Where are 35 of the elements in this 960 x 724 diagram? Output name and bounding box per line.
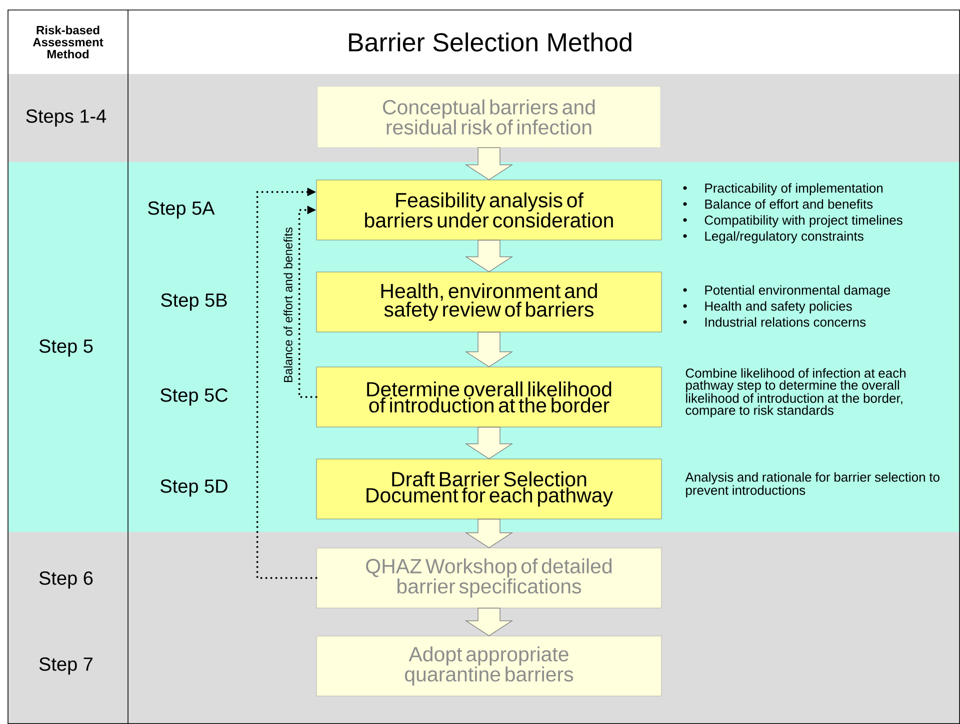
column-header: Risk-based Assessment Method (32, 26, 104, 58)
bullet-item: Practicability of implementation (683, 183, 883, 196)
process-box: Draft Barrier Selection Document for each pathway (316, 458, 662, 520)
process-box: QHAZ Workshop of detailed barrier specifications (316, 548, 662, 608)
block-arrow (465, 147, 514, 180)
block-arrow (465, 332, 514, 368)
bullet-item: Legal/regulatory constraints (683, 231, 864, 244)
note-text: Combine likelihood of infection at each pathway step to determine the overall likelihood of introduction at the border, compare to risk standards (686, 368, 906, 418)
step-label: Step 5D (160, 479, 228, 497)
bullet-item: Compatibility with project timelines (683, 215, 902, 228)
bullet-item: Balance of effort and benefits (683, 199, 873, 209)
process-box: Feasibility analysis of barriers under consideration (316, 180, 662, 240)
dotted-arrow (298, 206, 318, 398)
process-box: Conceptual barriers and residual risk of infection (317, 86, 661, 148)
block-arrow (465, 240, 514, 272)
process-box: Health, environment and safety review of barriers (316, 272, 662, 332)
step-label: Step 5B (161, 293, 227, 311)
dotted-arrow (256, 188, 318, 579)
step-label: Step 5C (160, 388, 228, 406)
note-text: Analysis and rationale for barrier selection to prevent introductions (685, 472, 940, 498)
step-label: Step 6 (39, 571, 93, 589)
process-box: Adopt appropriate quarantine barriers (316, 636, 662, 696)
step-label: Step 5A (148, 201, 215, 219)
step-label: Step 5 (39, 339, 93, 357)
block-arrow (465, 518, 514, 548)
block-arrow (465, 426, 514, 460)
bullet-item: Health and safety policies (683, 301, 852, 314)
step-label: Step 7 (39, 657, 92, 675)
process-box: Determine overall likelihood of introduction at the border (316, 366, 662, 428)
title: Barrier Selection Method (349, 32, 632, 52)
bullet-item: Potential environmental damage (683, 285, 890, 298)
edge-label: Balance of effort and benefits (284, 228, 292, 382)
block-arrow (465, 608, 514, 636)
bullet-item: Industrial relations concerns (683, 317, 866, 327)
step-label: Steps 1-4 (26, 109, 106, 127)
